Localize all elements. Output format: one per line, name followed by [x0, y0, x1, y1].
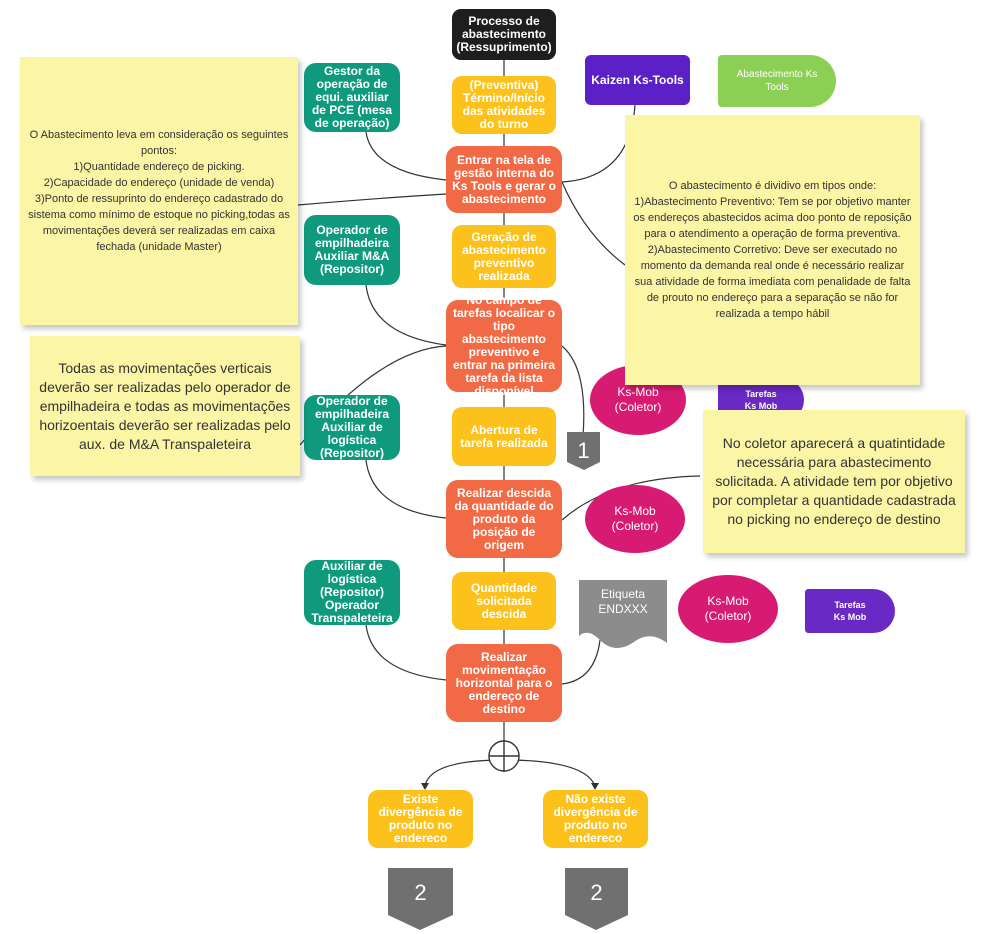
system-ks-mob-3-node[interactable]: Ks-Mob (Coletor)	[678, 575, 778, 643]
step-campo-tarefas-label: No campo de tarefas localicar o tipo aba…	[452, 293, 556, 398]
system-ks-mob-3-label: Ks-Mob (Coletor)	[704, 594, 752, 623]
outcome-existe-divergencia-node[interactable]: Existe divergência de produto no enderec…	[368, 790, 473, 848]
role-operador-aux-logistica-label: Operador de empilhadeira Auxiliar de log…	[314, 394, 390, 460]
role-gestor-node[interactable]: Gestor da operação de equi. auxiliar de …	[304, 63, 400, 132]
step-descida-label: Realizar descida da quantidade do produt…	[454, 485, 554, 552]
step-descida-node[interactable]: Realizar descida da quantidade do produt…	[446, 480, 562, 558]
step-abertura-node[interactable]: Abertura de tarefa realizada	[452, 407, 556, 466]
system-ks-mob-2-node[interactable]: Ks-Mob (Coletor)	[585, 485, 685, 553]
connector-2-right-label: 2	[590, 880, 603, 905]
parallel-gateway-icon	[488, 740, 520, 772]
system-tarefas-2-label: Tarefas Ks Mob	[833, 600, 867, 622]
system-kaizen-node[interactable]: Kaizen Ks-Tools	[585, 55, 690, 105]
role-operador-empilhadeira-node[interactable]: Operador de empilhadeira Auxiliar M&A (R…	[304, 215, 400, 285]
step-qtd-descida-label: Quantidade solicitada descida	[470, 580, 537, 621]
connector-2-left-label: 2	[414, 880, 427, 905]
connector-1-label: 1	[577, 438, 590, 463]
role-aux-logistica-label: Auxiliar de logística (Repositor) Operad…	[311, 559, 393, 625]
role-gestor-label: Gestor da operação de equi. auxiliar de …	[311, 64, 393, 130]
outcome-nao-existe-label: Não existe divergência de produto no end…	[553, 792, 638, 845]
outcome-existe-label: Existe divergência de produto no enderec…	[378, 792, 463, 845]
etiqueta-document-icon	[579, 580, 667, 649]
step-campo-tarefas-node[interactable]: No campo de tarefas localicar o tipo aba…	[446, 294, 562, 398]
system-abastecimento-label: Abastecimento Ks Tools	[736, 69, 818, 93]
process-title: Processo de abastecimento (Ressuprimento…	[456, 14, 552, 54]
role-operador-empilhadeira-label: Operador de empilhadeira Auxiliar M&A (R…	[314, 223, 390, 276]
role-aux-logistica-node[interactable]: Auxiliar de logística (Repositor) Operad…	[304, 560, 400, 625]
system-ks-mob-1-label: Ks-Mob (Coletor)	[614, 385, 662, 414]
note-tipos-abastecimento: O abastecimento é dividivo em tipos onde…	[625, 115, 920, 385]
system-tarefas-1-label: Tarefas Ks Mob	[744, 389, 778, 411]
connector-1-icon	[567, 432, 600, 470]
system-abastecimento-ks-tools-node[interactable]: Abastecimento Ks Tools	[718, 55, 836, 107]
step-mov-horizontal-label: Realizar movimentação horizontal para o …	[455, 649, 553, 716]
step-qtd-descida-node[interactable]: Quantidade solicitada descida	[452, 572, 556, 630]
note-abastecimento-pontos: O Abastecimento leva em consideração os …	[20, 57, 298, 325]
note-coletor: No coletor aparecerá a quatintidade nece…	[703, 410, 965, 553]
document-etiqueta-label: Etiqueta ENDXXX	[598, 587, 648, 616]
connector-2-left-icon	[388, 868, 453, 930]
process-start-node[interactable]: Processo de abastecimento (Ressuprimento…	[452, 9, 556, 60]
note-movimentacoes: Todas as movimentações verticais deverão…	[30, 336, 300, 476]
system-tarefas-2-node[interactable]: Tarefas Ks Mob	[805, 589, 895, 633]
step-abertura-label: Abertura de tarefa realizada	[460, 422, 548, 450]
document-etiqueta-node[interactable]: Etiqueta ENDXXX	[579, 580, 667, 624]
role-operador-aux-logistica-node[interactable]: Operador de empilhadeira Auxiliar de log…	[304, 395, 400, 460]
step-mov-horizontal-node[interactable]: Realizar movimentação horizontal para o …	[446, 644, 562, 722]
step-preventiva-label: (Preventiva) Término/Início das atividad…	[462, 78, 546, 131]
connector-2-right-icon	[565, 868, 628, 930]
system-ks-mob-2-label: Ks-Mob (Coletor)	[611, 504, 659, 533]
system-kaizen-label: Kaizen Ks-Tools	[591, 72, 684, 87]
step-preventiva-node[interactable]: (Preventiva) Término/Início das atividad…	[452, 76, 556, 134]
step-entrar-tela-label: Entrar na tela de gestão interna do Ks T…	[452, 152, 556, 206]
step-geracao-label: Geração de abastecimento preventivo real…	[461, 229, 547, 283]
step-entrar-tela-node[interactable]: Entrar na tela de gestão interna do Ks T…	[446, 146, 562, 213]
outcome-nao-existe-divergencia-node[interactable]: Não existe divergência de produto no end…	[543, 790, 648, 848]
step-geracao-node[interactable]: Geração de abastecimento preventivo real…	[452, 225, 556, 288]
